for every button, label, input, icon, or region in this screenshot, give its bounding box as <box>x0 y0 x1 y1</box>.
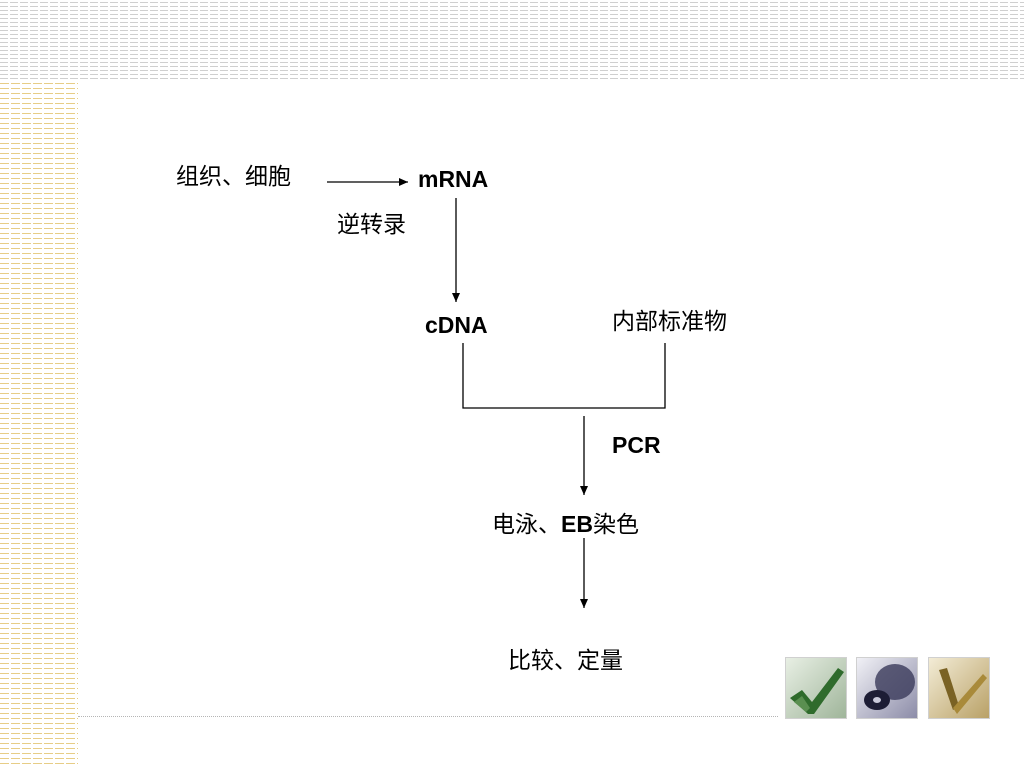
node-compare-quantify: 比较、定量 <box>508 648 623 674</box>
node-internal-standard: 内部标准物 <box>612 309 727 335</box>
header-texture <box>0 0 1024 82</box>
electrophoresis-prefix: 电泳、 <box>492 512 561 538</box>
label-reverse-transcription: 逆转录 <box>337 212 406 238</box>
node-cdna: cDNA <box>425 312 488 338</box>
disc-icon <box>857 658 917 718</box>
gold-check-icon <box>929 658 989 718</box>
node-mrna: mRNA <box>418 166 489 192</box>
green-check-icon <box>786 658 846 718</box>
electrophoresis-suffix: 染色 <box>592 512 639 538</box>
bracket-cdna-standard <box>462 343 666 409</box>
node-electrophoresis: 电泳、EB染色 <box>492 505 639 539</box>
electrophoresis-eb: EB <box>561 511 593 537</box>
node-tissue-cells: 组织、细胞 <box>176 164 291 190</box>
footer-divider <box>78 716 778 717</box>
label-pcr: PCR <box>612 432 661 458</box>
sidebar-texture <box>0 82 78 768</box>
